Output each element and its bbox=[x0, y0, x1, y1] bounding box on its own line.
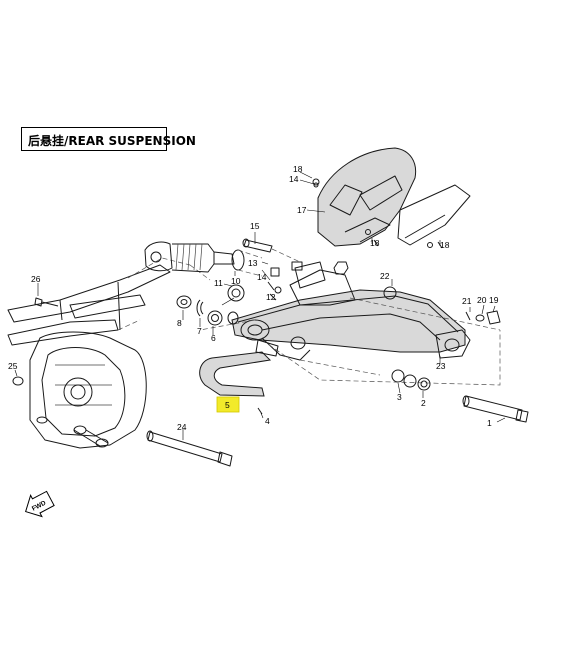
callout-18a: 18 bbox=[293, 164, 303, 174]
callout-2: 2 bbox=[421, 398, 426, 408]
highlight-part-5 bbox=[216, 396, 240, 413]
callout-21: 21 bbox=[462, 296, 472, 306]
callout-14b: 14 bbox=[257, 272, 267, 282]
callout-12: 12 bbox=[266, 292, 276, 302]
callout-10: 10 bbox=[231, 276, 241, 286]
callout-17: 17 bbox=[297, 205, 307, 215]
small-hardware bbox=[12, 182, 501, 415]
callout-8: 8 bbox=[177, 318, 182, 328]
callout-15: 15 bbox=[250, 221, 260, 231]
shock-mount-bolt bbox=[146, 430, 233, 467]
diagram-title: 后悬挂/REAR SUSPENSION bbox=[28, 134, 196, 148]
callout-6: 6 bbox=[211, 333, 216, 343]
callout-19: 19 bbox=[489, 295, 499, 305]
callout-11: 11 bbox=[214, 278, 223, 288]
callout-5: 5 bbox=[225, 400, 230, 410]
callout-labels: 1 2 3 4 5 6 7 8 10 11 12 13 14 14 15 17 … bbox=[8, 164, 499, 432]
forward-direction-arrow: FWD bbox=[25, 490, 55, 518]
callout-14a: 14 bbox=[289, 174, 299, 184]
callout-23: 23 bbox=[436, 361, 446, 371]
frame-drawing bbox=[7, 257, 211, 449]
callout-7: 7 bbox=[197, 326, 202, 336]
pivot-bolt-15 bbox=[242, 238, 301, 263]
rear-mudguard bbox=[312, 147, 471, 248]
callout-22: 22 bbox=[380, 271, 390, 281]
diagram-title-box: 后悬挂/REAR SUSPENSION bbox=[21, 127, 196, 151]
callout-13: 13 bbox=[248, 258, 258, 268]
callout-25: 25 bbox=[8, 361, 18, 371]
callout-24: 24 bbox=[177, 422, 187, 432]
chain-slider bbox=[199, 339, 279, 397]
callout-4: 4 bbox=[265, 416, 270, 426]
callout-20: 20 bbox=[477, 295, 487, 305]
callout-3: 3 bbox=[397, 392, 402, 402]
swingarm bbox=[199, 261, 501, 386]
callout-18b: 18 bbox=[370, 238, 380, 248]
rear-shock-absorber bbox=[144, 241, 263, 277]
callout-1: 1 bbox=[487, 418, 492, 428]
swingarm-pivot-shaft bbox=[462, 395, 529, 423]
callout-18c: 18 bbox=[440, 240, 450, 250]
callout-26: 26 bbox=[31, 274, 41, 284]
leader-lines bbox=[14, 171, 506, 440]
